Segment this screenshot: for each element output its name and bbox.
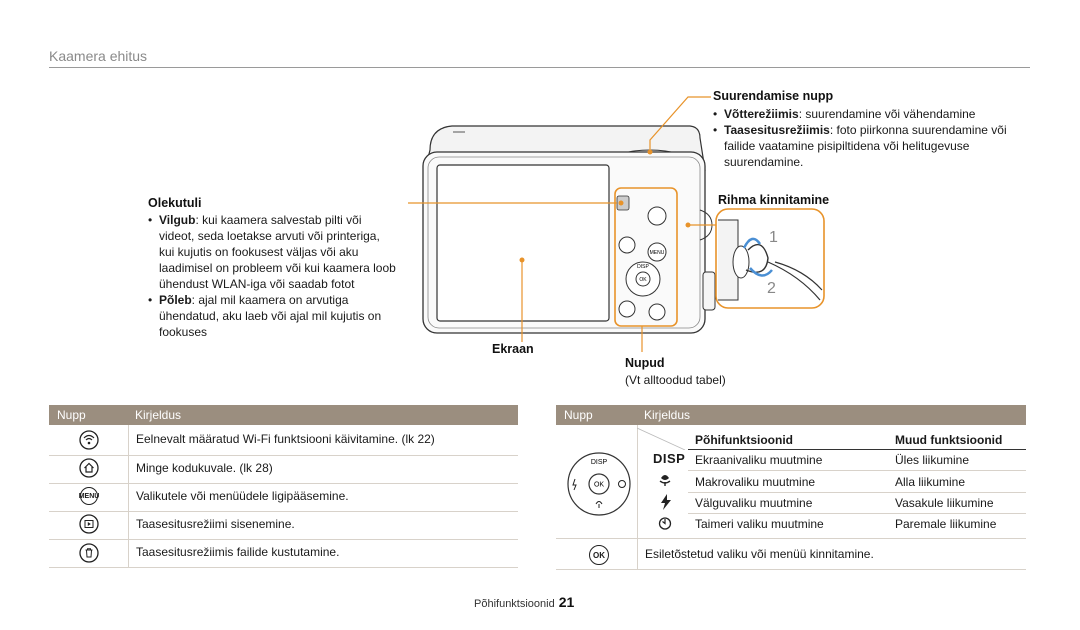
camera-disp-label: DISP: [637, 264, 649, 270]
disp-icon: DISP: [653, 451, 686, 466]
page-number: 21: [558, 594, 575, 610]
row-divider: [49, 567, 518, 568]
status-lamp-title: Olekutuli: [148, 196, 202, 210]
row-divider: [688, 513, 1026, 514]
section-title: Kaamera ehitus: [49, 48, 148, 64]
right-row-3-other: Vasakule liikumine: [895, 496, 994, 510]
row-divider: [556, 569, 1026, 570]
status-lamp-text: Vilgub: kui kaamera salvestab pilti või …: [148, 212, 398, 340]
left-header-description: Kirjeldus: [135, 408, 182, 422]
camera-ok-label: OK: [639, 277, 647, 283]
trash-icon: [79, 543, 99, 568]
subheader-main-functions: Põhifunktsioonid: [695, 433, 793, 447]
left-row-2-desc: Minge kodukuvale. (lk 28): [136, 461, 273, 475]
left-table-col-divider: [128, 425, 129, 567]
footer-label: Põhifunktsioonid: [474, 598, 555, 610]
home-icon: [79, 458, 99, 483]
dial-ok-label: OK: [594, 482, 604, 489]
strap-step-2: 2: [767, 280, 776, 297]
buttons-title: Nupud: [625, 356, 665, 370]
right-row-2-main: Makrovaliku muutmine: [695, 475, 816, 489]
row-divider: [688, 492, 1026, 493]
screen-title: Ekraan: [492, 342, 534, 356]
strap-step-1: 1: [769, 229, 778, 246]
right-row-2-other: Alla liikumine: [895, 475, 966, 489]
status-item-blinking: Vilgub: kui kaamera salvestab pilti või …: [148, 212, 398, 292]
playback-icon: [79, 514, 99, 539]
left-table-header: Nupp Kirjeldus: [49, 405, 518, 425]
right-row-1-main: Ekraanivaliku muutmine: [695, 453, 823, 467]
zoom-callout-title: Suurendamise nupp: [713, 89, 834, 103]
zoom-item-shooting: Võtterežiimis: suurendamine või vähendam…: [713, 106, 1018, 122]
buttons-subtitle: (Vt alltoodud tabel): [625, 373, 726, 387]
camera-menu-label: MENU: [650, 250, 665, 256]
left-row-5-desc: Taasesitusrežiimis failide kustutamine.: [136, 545, 340, 559]
macro-icon: [658, 473, 672, 492]
dial-disp-label: DISP: [591, 459, 608, 466]
right-row-3-main: Välguvaliku muutmine: [695, 496, 813, 510]
row-divider: [556, 538, 1026, 539]
camera-illustration: MENU OK DISP 1 2: [408, 96, 825, 352]
zoom-callout-text: Võtterežiimis: suurendamine või vähendam…: [713, 106, 1018, 170]
left-row-1-desc: Eelnevalt määratud Wi-Fi funktsiooni käi…: [136, 432, 435, 446]
left-header-button: Nupp: [57, 408, 86, 422]
timer-icon: [658, 516, 672, 535]
subheader-rule: [688, 449, 1026, 450]
menu-icon: MENU: [79, 487, 99, 505]
right-table-col-divider: [637, 425, 638, 570]
status-item-on: Põleb: ajal mil kaamera on arvutiga ühen…: [148, 292, 398, 340]
header-divider: [49, 67, 1030, 68]
subheader-diagonal: [637, 428, 686, 450]
ok-icon: OK: [589, 545, 609, 565]
wifi-icon: [79, 430, 99, 455]
right-row-1-other: Üles liikumine: [895, 453, 970, 467]
row-divider: [49, 511, 518, 512]
row-divider: [49, 483, 518, 484]
zoom-item-playback: Taasesitusrežiimis: foto piirkonna suure…: [713, 122, 1018, 170]
right-row-4-other: Paremale liikumine: [895, 517, 997, 531]
right-header-description: Kirjeldus: [644, 408, 691, 422]
right-row-4-main: Taimeri valiku muutmine: [695, 517, 824, 531]
nav-dial-icon: OK DISP: [567, 452, 631, 516]
left-row-3-desc: Valikutele või menüüdele ligipääsemine.: [136, 489, 349, 503]
flash-icon: [660, 494, 672, 515]
row-divider: [49, 455, 518, 456]
strap-title: Rihma kinnitamine: [718, 193, 830, 207]
right-header-button: Nupp: [564, 408, 593, 422]
right-table-header: Nupp Kirjeldus: [556, 405, 1026, 425]
right-ok-desc: Esiletõstetud valiku või menüü kinnitami…: [645, 547, 874, 561]
row-divider: [49, 539, 518, 540]
row-divider: [688, 470, 1026, 471]
subheader-other-functions: Muud funktsioonid: [895, 433, 1003, 447]
left-row-4-desc: Taasesitusrežiimi sisenemine.: [136, 517, 295, 531]
